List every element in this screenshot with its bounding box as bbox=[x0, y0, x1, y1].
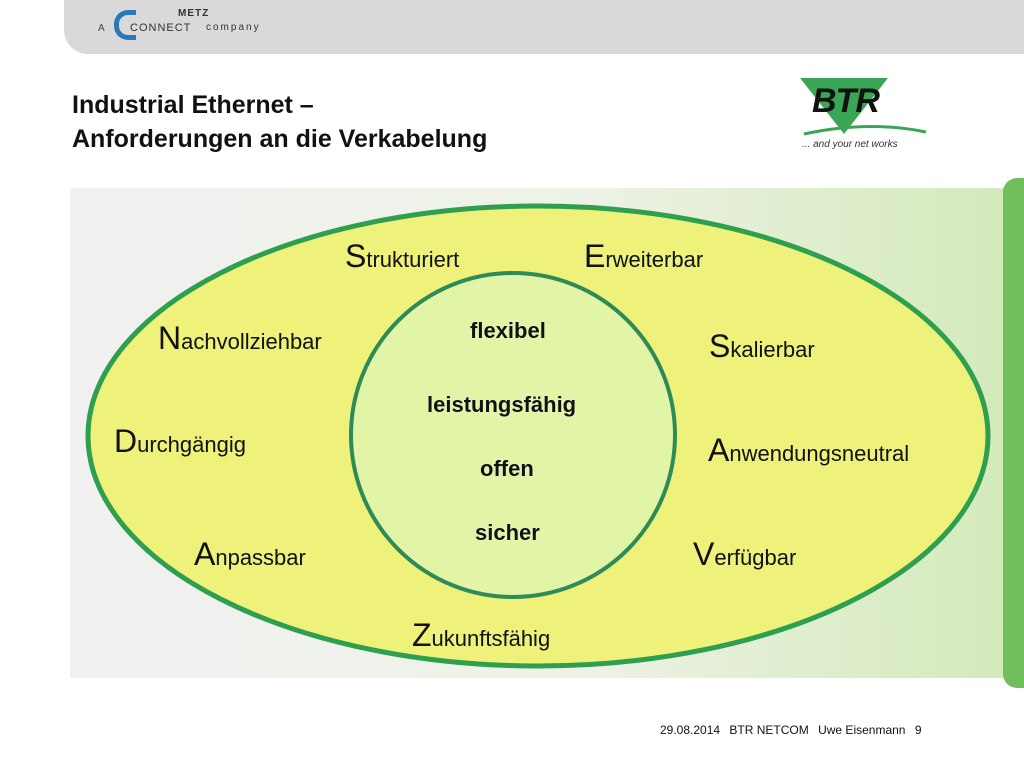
footer: 29.08.2014 BTR NETCOM Uwe Eisenmann 9 bbox=[660, 723, 928, 737]
logo-connect: CONNECT bbox=[130, 22, 192, 34]
connect-c-icon bbox=[114, 10, 136, 40]
inner-item-flexibel: flexibel bbox=[470, 318, 546, 343]
footer-page: 9 bbox=[914, 723, 922, 737]
inner-item-offen: offen bbox=[480, 456, 534, 481]
logo-company: company bbox=[206, 22, 261, 33]
footer-author: Uwe Eisenmann bbox=[818, 723, 906, 737]
outer-item-anpassbar: Anpassbar bbox=[194, 536, 306, 572]
btr-triangle-icon bbox=[800, 78, 927, 136]
metz-connect-logo: A METZ CONNECT company bbox=[96, 6, 286, 46]
title-line-1: Industrial Ethernet – bbox=[72, 91, 314, 119]
inner-item-sicher: sicher bbox=[475, 520, 540, 545]
btr-tagline: ... and your net works bbox=[802, 139, 898, 150]
inner-circle bbox=[349, 271, 677, 599]
logo-metz: METZ bbox=[178, 8, 210, 19]
slide-title: Industrial Ethernet – Anforderungen an d… bbox=[72, 88, 487, 156]
btr-word: BTR bbox=[812, 82, 880, 120]
ellipse-diagram bbox=[85, 203, 991, 669]
inner-item-leistungsfaehig: leistungsfähig bbox=[427, 392, 577, 417]
btr-logo: BTR ... and your net works bbox=[798, 74, 938, 154]
footer-org: BTR NETCOM bbox=[729, 723, 809, 737]
outer-item-strukturiert: Strukturiert bbox=[345, 238, 460, 274]
outer-item-erweiterbar: Erweiterbar bbox=[584, 238, 704, 274]
outer-item-skalierbar: Skalierbar bbox=[709, 328, 815, 364]
logo-a: A bbox=[98, 23, 106, 34]
outer-item-durchgaengig: Durchgängig bbox=[114, 423, 246, 459]
diagram-panel bbox=[70, 188, 1004, 678]
footer-date: 29.08.2014 bbox=[660, 723, 721, 737]
outer-item-anwendungsneutral: Anwendungsneutral bbox=[708, 432, 910, 468]
header-bar bbox=[64, 0, 1024, 54]
side-tab bbox=[1003, 178, 1024, 688]
outer-item-verfuegbar: Verfügbar bbox=[693, 536, 797, 572]
title-line-2: Anforderungen an die Verkabelung bbox=[72, 125, 488, 153]
outer-item-nachvollziehbar: Nachvollziehbar bbox=[158, 320, 322, 356]
outer-item-zukunftsfaehig: Zukunftsfähig bbox=[412, 617, 551, 653]
